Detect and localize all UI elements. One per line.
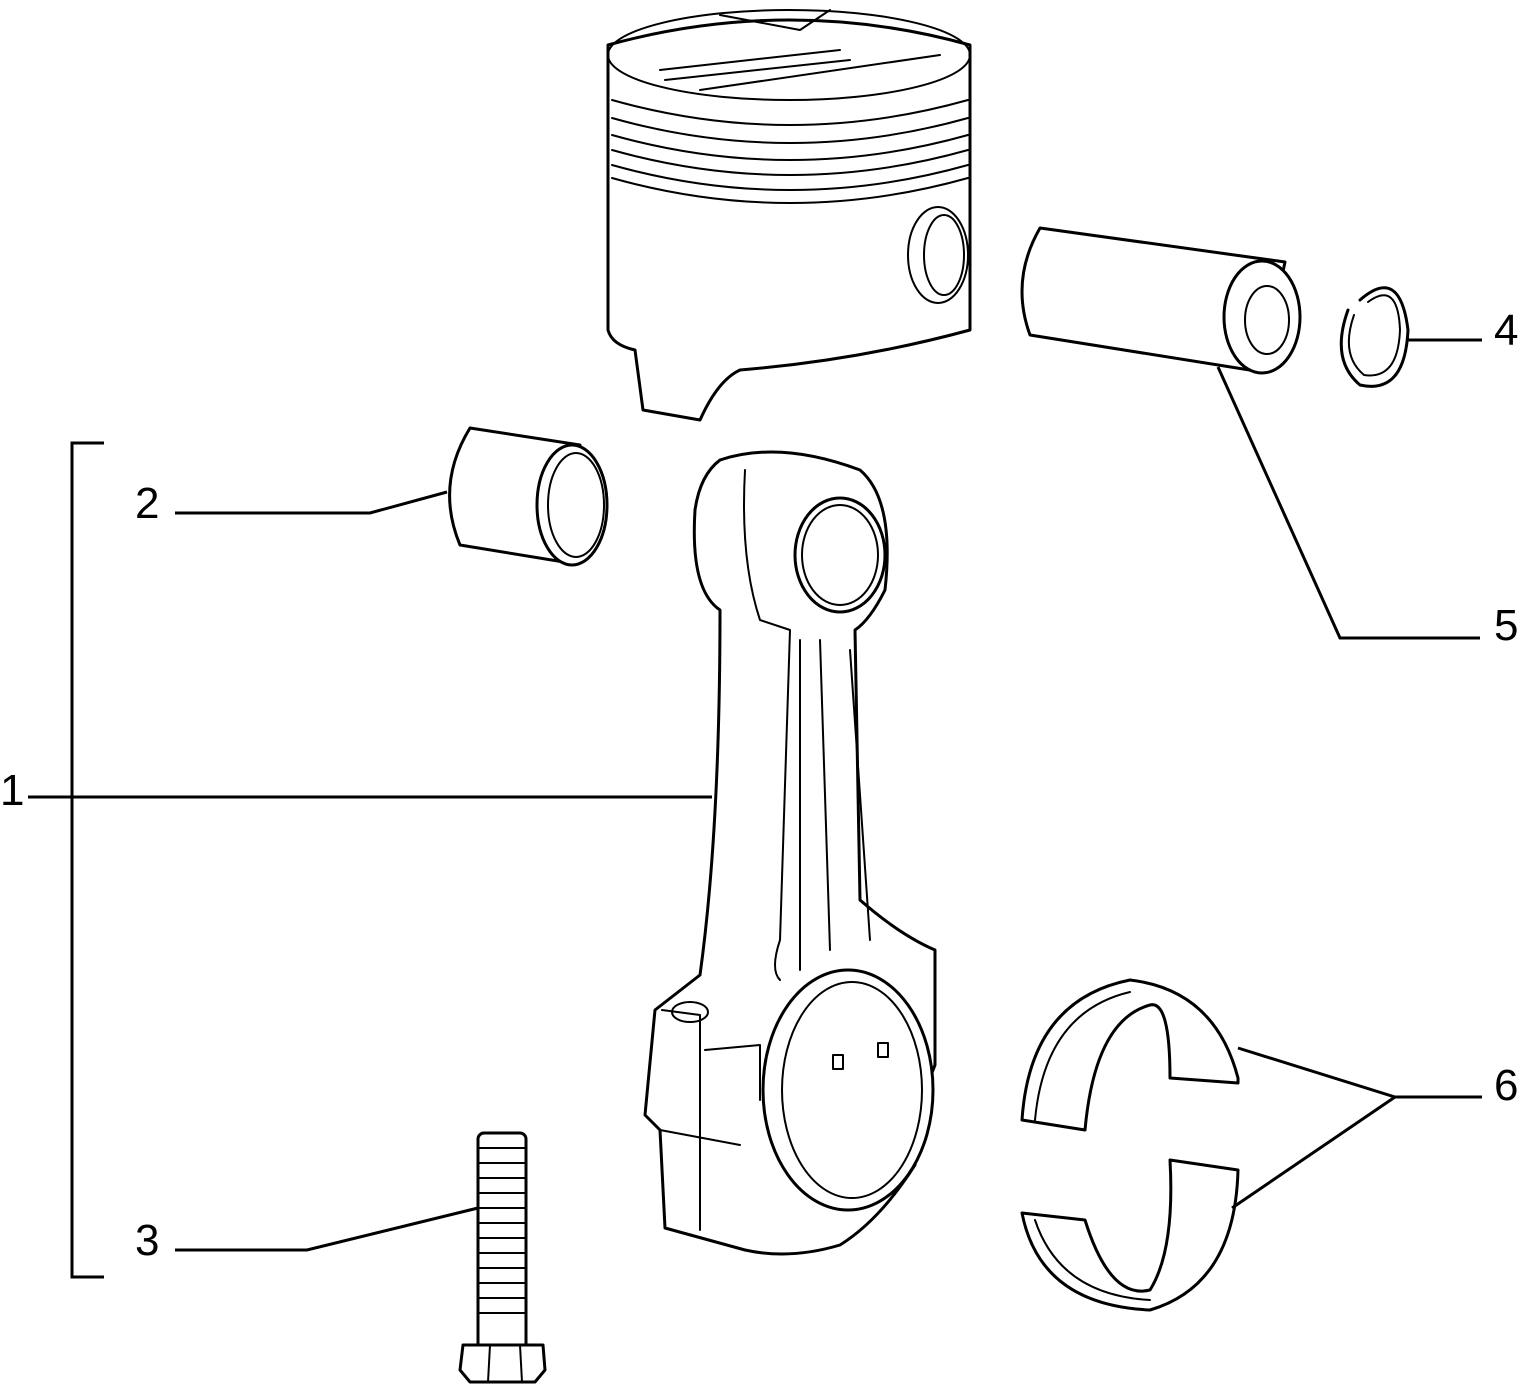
small-end-bushing [448, 426, 609, 567]
piston-pin [1020, 226, 1302, 375]
circlip [1339, 286, 1410, 388]
leader-line-2 [175, 490, 448, 515]
callout-1: 1 [0, 766, 25, 815]
connecting-rod [643, 450, 937, 1256]
callout-5: 5 [1494, 601, 1519, 650]
big-end-bolt [458, 1131, 547, 1384]
callout-2: 2 [135, 479, 160, 528]
callout-3: 3 [135, 1216, 160, 1265]
group-bracket [70, 441, 104, 1279]
piston [606, 9, 972, 422]
callout-4: 4 [1494, 306, 1519, 355]
leader-line-5 [1216, 366, 1480, 640]
callout-6: 6 [1494, 1061, 1519, 1110]
leader-line-3 [175, 1206, 479, 1252]
bearing-shells [1020, 978, 1240, 1312]
leader-line-6 [1231, 1046, 1482, 1210]
